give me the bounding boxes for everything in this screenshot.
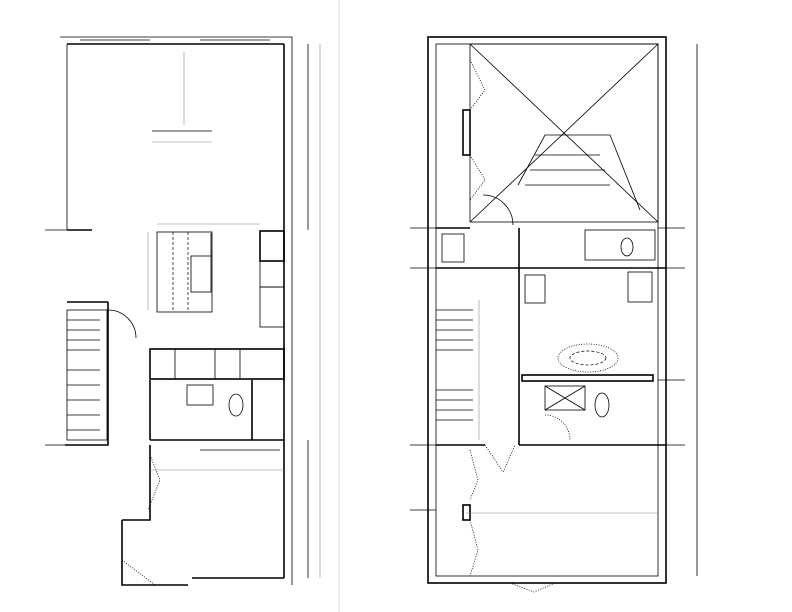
living-room xyxy=(152,52,212,143)
dimension-lines xyxy=(410,44,698,576)
stairs xyxy=(436,300,516,473)
powder-room xyxy=(149,380,284,451)
stairs xyxy=(66,309,137,441)
kitchen-island xyxy=(147,223,260,313)
dimension-lines xyxy=(45,44,321,578)
upper-floor-plan xyxy=(410,36,698,593)
hall-closet xyxy=(436,194,666,269)
lower-floor-plan xyxy=(45,36,321,586)
kitchen-cabinets xyxy=(149,230,285,380)
bedroom-windows xyxy=(462,59,556,593)
exterior-walls xyxy=(60,36,293,586)
open-to-below xyxy=(469,43,659,223)
dining-room xyxy=(121,445,284,586)
master-bathroom xyxy=(436,228,666,446)
